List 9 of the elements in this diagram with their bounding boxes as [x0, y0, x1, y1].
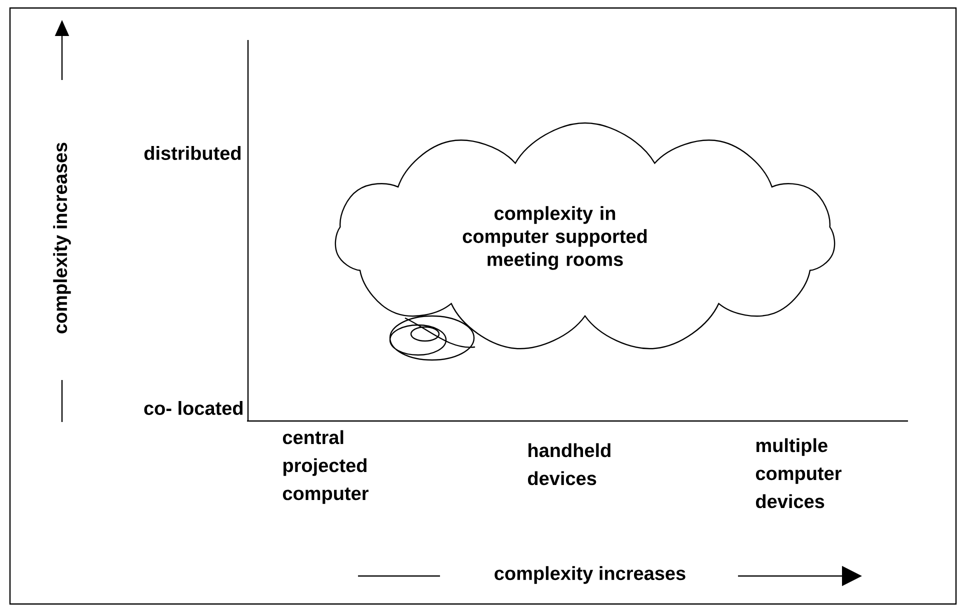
- axis-label: handheld devices: [528, 443, 610, 486]
- node-text: complexity in computer supported meeting rooms: [462, 206, 647, 270]
- axis-label: distributed: [144, 146, 241, 160]
- cloud-shape: [334, 122, 836, 350]
- axis-label: multiple computer devices: [756, 438, 842, 508]
- axis-label: co- located: [144, 401, 243, 415]
- axis-label: central projected computer: [282, 430, 368, 504]
- axis-title: complexity increases: [53, 142, 71, 334]
- axis-title: complexity increases: [494, 566, 686, 584]
